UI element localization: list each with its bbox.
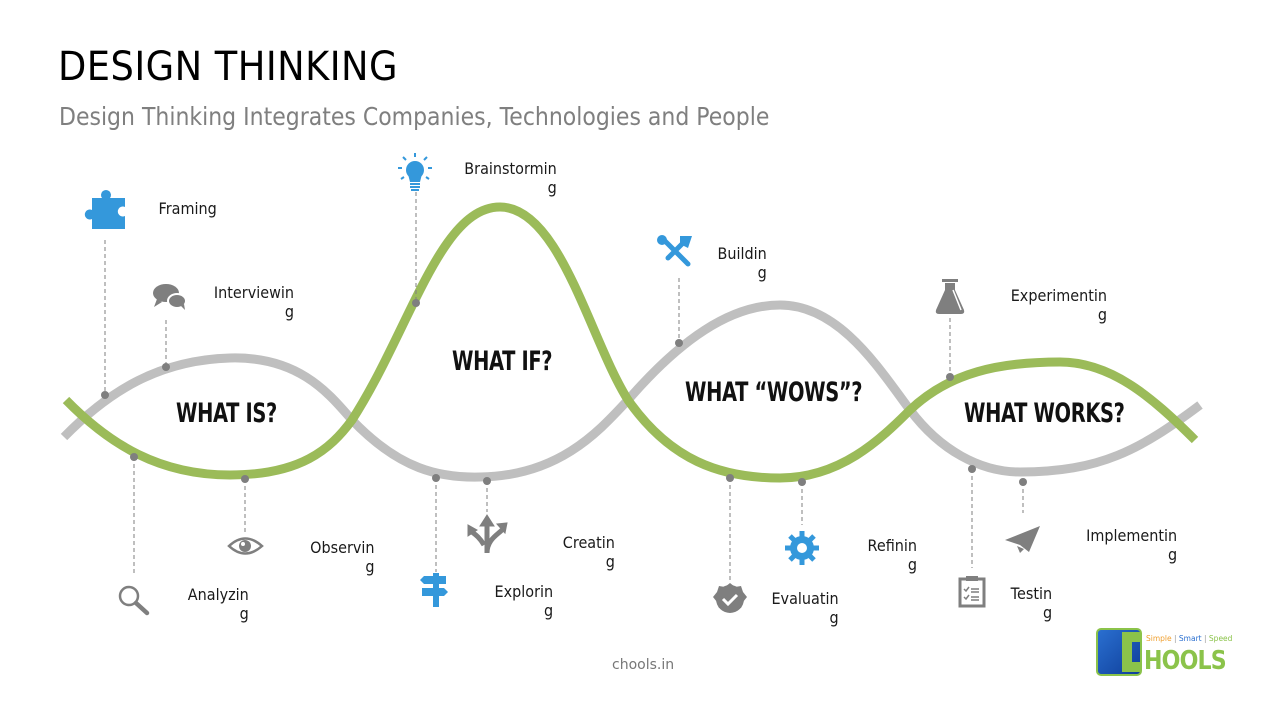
gray-wave: [60, 300, 1203, 482]
anchor-dot: [101, 391, 109, 399]
step-brainstorming-label: Brainstormin g: [464, 159, 557, 197]
step-experimenting-label: Experimentin g: [1010, 286, 1107, 324]
chools-logo: Simple | Smart | Speed HOOLS: [1096, 626, 1232, 678]
logo-c-letter: [1122, 632, 1140, 672]
step-exploring-label: Explorin g: [494, 582, 553, 620]
puzzle-icon: [84, 190, 125, 229]
anchor-dot: [432, 474, 440, 482]
footer-site: chools.in: [612, 657, 675, 673]
stage-what-works: WHAT WORKS?: [964, 398, 1125, 429]
stage-what-is: WHAT IS?: [176, 398, 277, 429]
gear-icon: [785, 531, 819, 565]
page-title: DESIGN THINKING: [58, 44, 399, 90]
green-wave: [62, 202, 1199, 483]
anchor-dot: [798, 478, 806, 486]
stage-what-if: WHAT IF?: [452, 346, 553, 377]
anchor-dot: [726, 474, 734, 482]
chat-bubbles-icon: [153, 284, 187, 310]
anchor-dot: [241, 475, 249, 483]
step-testing-label: Testin g: [1010, 584, 1052, 622]
anchor-dot: [130, 453, 138, 461]
step-framing-label: Framing: [158, 199, 217, 218]
logo-tagline: Simple | Smart | Speed: [1146, 634, 1233, 643]
anchor-dot: [946, 373, 954, 381]
badge-check-icon: [713, 583, 747, 613]
anchor-dot: [412, 299, 420, 307]
logo-wordmark: HOOLS: [1144, 646, 1227, 676]
magnifier-icon: [118, 585, 150, 616]
step-evaluating-label: Evaluatin g: [771, 589, 839, 627]
anchor-dot: [675, 339, 683, 347]
step-implementing-label: Implementin g: [1085, 526, 1177, 564]
step-creating-label: Creatin g: [562, 533, 615, 571]
anchor-dot: [483, 477, 491, 485]
page-subtitle: Design Thinking Integrates Companies, Te…: [59, 102, 770, 131]
lightbulb-icon: [398, 153, 432, 191]
stage-what-wows: WHAT “WOWS”?: [685, 377, 863, 408]
anchor-dot: [162, 363, 170, 371]
step-refining-label: Refinin g: [867, 536, 917, 574]
checklist-icon: [958, 576, 986, 608]
step-analyzing-label: Analyzin g: [187, 585, 249, 623]
step-interviewing-label: Interviewin g: [213, 283, 294, 321]
step-observing-label: Observin g: [310, 538, 375, 576]
signpost-icon: [420, 573, 448, 607]
step-building-label: Buildin g: [717, 244, 767, 282]
paper-plane-icon: [1005, 526, 1040, 553]
tools-icon: [657, 235, 692, 267]
anchor-dot: [968, 465, 976, 473]
split-arrows-icon: [467, 514, 508, 554]
anchor-dot: [1019, 478, 1027, 486]
flask-icon: [935, 279, 965, 314]
eye-icon: [227, 537, 264, 555]
